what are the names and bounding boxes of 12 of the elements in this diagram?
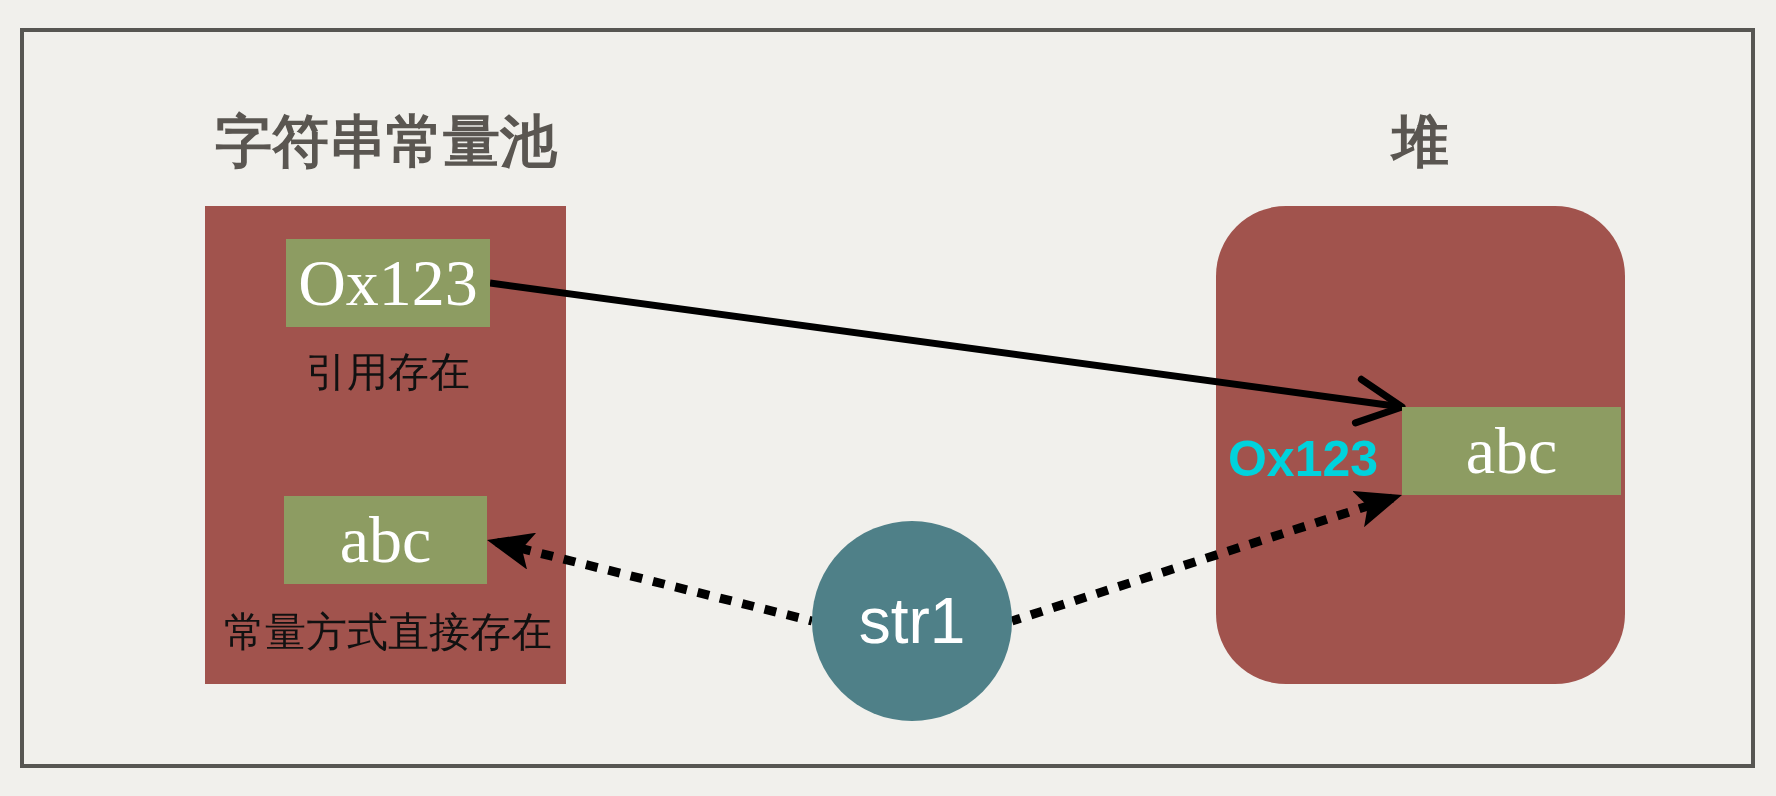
variable-circle: str1 — [812, 521, 1012, 721]
value-box: Ox123 — [286, 239, 490, 327]
value-box: abc — [284, 496, 487, 584]
address-label: Ox123 — [1227, 434, 1379, 484]
heading: 堆 — [1392, 107, 1449, 175]
node-label: 常量方式直接存在 — [224, 607, 552, 657]
dotted-arrow — [1010, 490, 1404, 626]
arrow — [489, 279, 1406, 427]
value-box: abc — [1402, 407, 1621, 495]
heading: 字符串常量池 — [214, 107, 557, 175]
dotted-arrow — [485, 532, 814, 626]
node-label: 引用存在 — [306, 347, 470, 397]
